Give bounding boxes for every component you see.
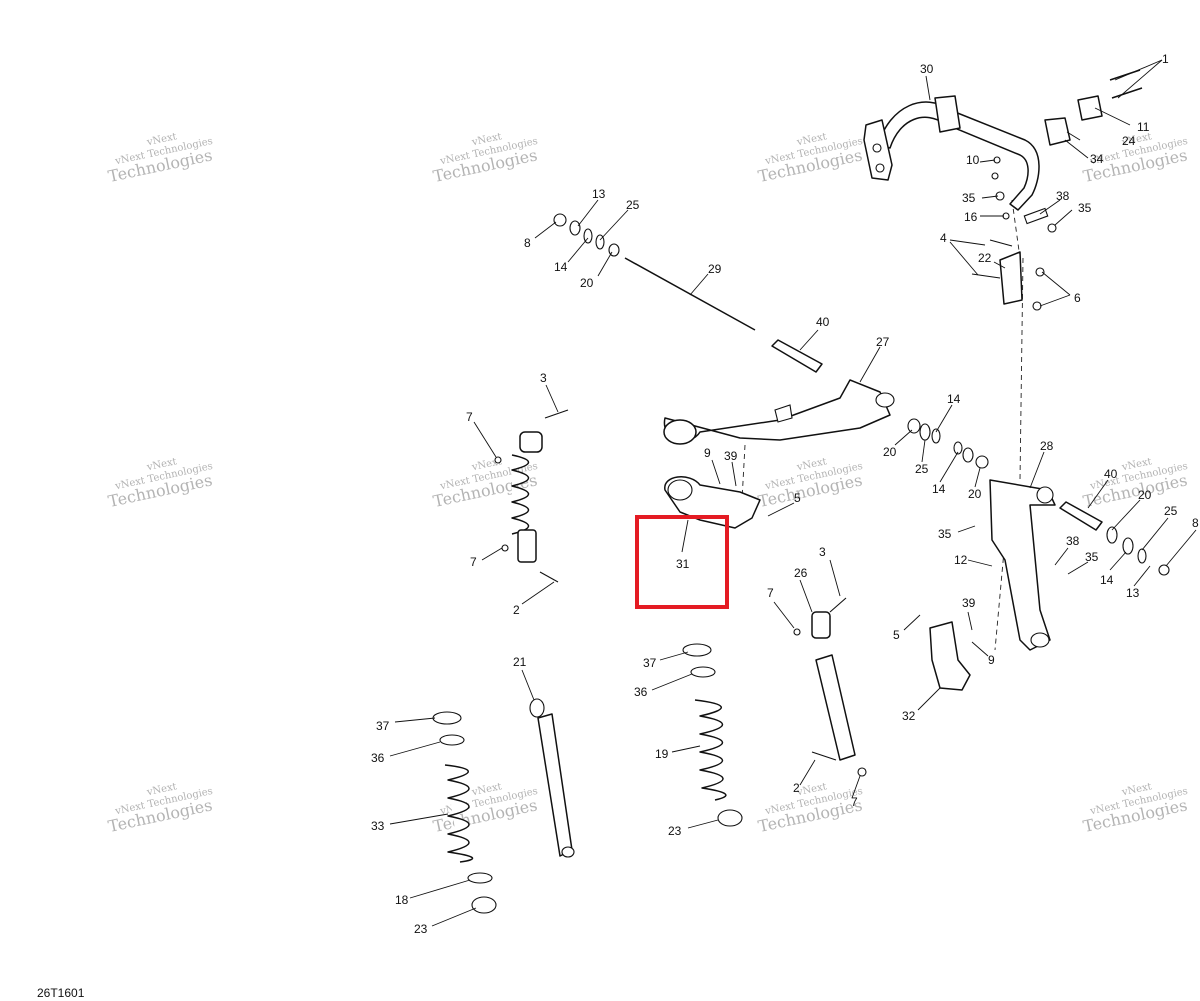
spring-stack-middle xyxy=(682,643,743,827)
callout: 26 xyxy=(794,566,808,580)
callout: 20 xyxy=(968,487,982,501)
callout: 9 xyxy=(704,446,711,460)
callout: 1 xyxy=(1162,52,1169,66)
callout: 35 xyxy=(938,527,952,541)
callout: 23 xyxy=(668,824,682,838)
pivot-shaft xyxy=(553,213,756,331)
watermark: vNext vNext Technologies Technologies xyxy=(431,781,539,836)
watermark: vNext vNext Technologies Technologies xyxy=(756,456,864,511)
trailing-arm xyxy=(663,379,895,445)
stabilizer-link xyxy=(971,239,1045,311)
lower-arm xyxy=(989,479,1056,651)
callout: 7 xyxy=(767,586,774,600)
callout: 33 xyxy=(371,819,385,833)
callout: 25 xyxy=(626,198,640,212)
callout: 19 xyxy=(655,747,669,761)
callout: 7 xyxy=(470,555,477,569)
callout: 22 xyxy=(978,251,992,265)
callout: 36 xyxy=(634,685,648,699)
watermark: vNext vNext Technologies Technologies xyxy=(106,456,214,511)
callout: 8 xyxy=(524,236,531,250)
callout: 29 xyxy=(708,262,722,276)
callout: 7 xyxy=(466,410,473,424)
knuckle xyxy=(929,621,971,691)
callout: 37 xyxy=(643,656,657,670)
callout: 20 xyxy=(883,445,897,459)
callout: 5 xyxy=(794,491,801,505)
callout: 40 xyxy=(1104,467,1118,481)
callout: 14 xyxy=(932,482,946,496)
callout: 35 xyxy=(1085,550,1099,564)
watermark: vNext vNext Technologies Technologies xyxy=(431,131,539,186)
callout: 12 xyxy=(954,553,968,567)
spacer-sleeve xyxy=(771,339,823,373)
watermark-layer: vNext vNext Technologies Technologies vN… xyxy=(106,131,1189,836)
stabilizer-bar xyxy=(863,95,1040,211)
callout: 14 xyxy=(947,392,961,406)
callout: 39 xyxy=(962,596,976,610)
callout: 2 xyxy=(513,603,520,617)
bearing-stack xyxy=(907,418,989,469)
callout: 34 xyxy=(1090,152,1104,166)
callout: 20 xyxy=(580,276,594,290)
bracket-31 xyxy=(664,476,761,529)
callout: 16 xyxy=(964,210,978,224)
callout: 5 xyxy=(893,628,900,642)
sleeve-right xyxy=(1059,501,1170,576)
callout: 36 xyxy=(371,751,385,765)
bushing-set xyxy=(1044,69,1143,146)
callout: 11 xyxy=(1137,120,1150,134)
callout: 14 xyxy=(554,260,568,274)
coilover-shock xyxy=(494,409,569,583)
callout: 24 xyxy=(1122,134,1136,148)
callout: 30 xyxy=(920,62,934,76)
callout: 18 xyxy=(395,893,409,907)
callout: 32 xyxy=(902,709,916,723)
watermark: vNext vNext Technologies Technologies xyxy=(106,781,214,836)
callout: 3 xyxy=(540,371,547,385)
callout: 6 xyxy=(1074,291,1081,305)
callout: 7 xyxy=(851,795,858,809)
callout: 3 xyxy=(819,545,826,559)
callout: 27 xyxy=(876,335,890,349)
callout: 35 xyxy=(962,191,976,205)
callout: 25 xyxy=(915,462,929,476)
spring-stack-left xyxy=(432,711,497,914)
watermark: vNext vNext Technologies Technologies xyxy=(1081,456,1189,511)
shock-26 xyxy=(793,597,867,777)
callout: 21 xyxy=(513,655,527,669)
callout: 39 xyxy=(724,449,738,463)
callout: 23 xyxy=(414,922,428,936)
callout: 8 xyxy=(1192,516,1199,530)
watermark: vNext vNext Technologies Technologies xyxy=(1081,781,1189,836)
callout: 35 xyxy=(1078,201,1092,215)
callout: 37 xyxy=(376,719,390,733)
callout: 28 xyxy=(1040,439,1054,453)
callout: 9 xyxy=(988,653,995,667)
callout: 31 xyxy=(676,557,690,571)
callout: 13 xyxy=(1126,586,1140,600)
callouts: 1 30 11 24 34 10 35 38 35 16 13 25 8 14 … xyxy=(371,52,1199,936)
callout: 40 xyxy=(816,315,830,329)
shock-21 xyxy=(529,698,575,858)
watermark: vNext vNext Technologies Technologies xyxy=(756,131,864,186)
callout: 38 xyxy=(1066,534,1080,548)
callout: 25 xyxy=(1164,504,1178,518)
watermark: vNext vNext Technologies Technologies xyxy=(106,131,214,186)
callout: 4 xyxy=(940,231,947,245)
callout: 38 xyxy=(1056,189,1070,203)
diagram-code: 26T1601 xyxy=(37,986,85,1000)
callout: 14 xyxy=(1100,573,1114,587)
callout: 2 xyxy=(793,781,800,795)
leader-lines xyxy=(389,59,1197,927)
callout: 10 xyxy=(966,153,980,167)
selected-part-highlight xyxy=(635,515,729,609)
callout: 20 xyxy=(1138,488,1152,502)
callout: 13 xyxy=(592,187,606,201)
